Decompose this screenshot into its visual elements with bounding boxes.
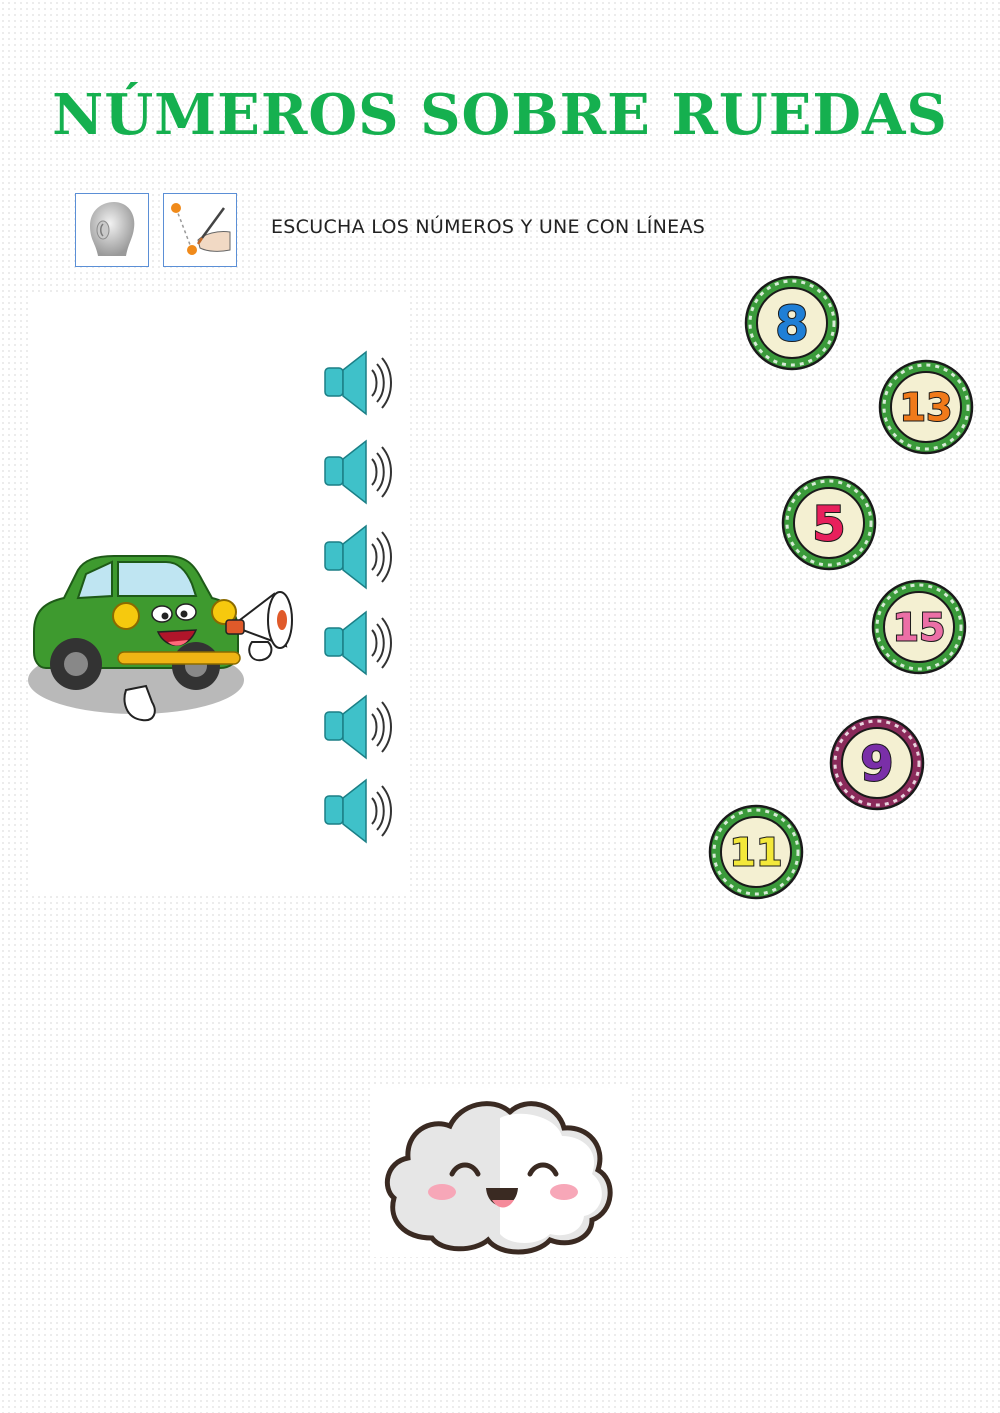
audio-play-button[interactable] [322,608,392,678]
smiling-cloud-illustration [384,1101,613,1255]
audio-play-button[interactable] [322,348,392,418]
speaker-icon [324,439,392,505]
number-wheel[interactable]: 13 [877,358,975,456]
wheel-number-label: 5 [812,496,845,552]
page-title: NÚMEROS SOBRE RUEDAS [52,82,948,148]
speaker-icon [324,610,392,676]
wheel-number-label: 9 [860,736,893,792]
number-wheel[interactable]: 11 [707,803,805,901]
car-mascot-illustration [28,555,293,722]
speaker-icon [324,350,392,416]
audio-play-button[interactable] [322,437,392,507]
wheel-number-label: 11 [730,831,783,875]
wheel-number-label: 8 [775,296,808,352]
speaker-icon [324,524,392,590]
wheel-number-label: 13 [900,386,953,430]
number-wheel[interactable]: 9 [828,714,926,812]
speaker-icon [324,778,392,844]
number-wheel[interactable]: 8 [743,274,841,372]
audio-play-button[interactable] [322,692,392,762]
listening-head-icon [75,193,149,267]
number-wheel[interactable]: 5 [780,474,878,572]
audio-play-button[interactable] [322,776,392,846]
connect-lines-icon [163,193,237,267]
speaker-icon [324,694,392,760]
audio-play-button[interactable] [322,522,392,592]
wheel-number-label: 15 [893,606,946,650]
instruction-text: ESCUCHA LOS NÚMEROS Y UNE CON LÍNEAS [271,216,706,238]
number-wheel[interactable]: 15 [870,578,968,676]
